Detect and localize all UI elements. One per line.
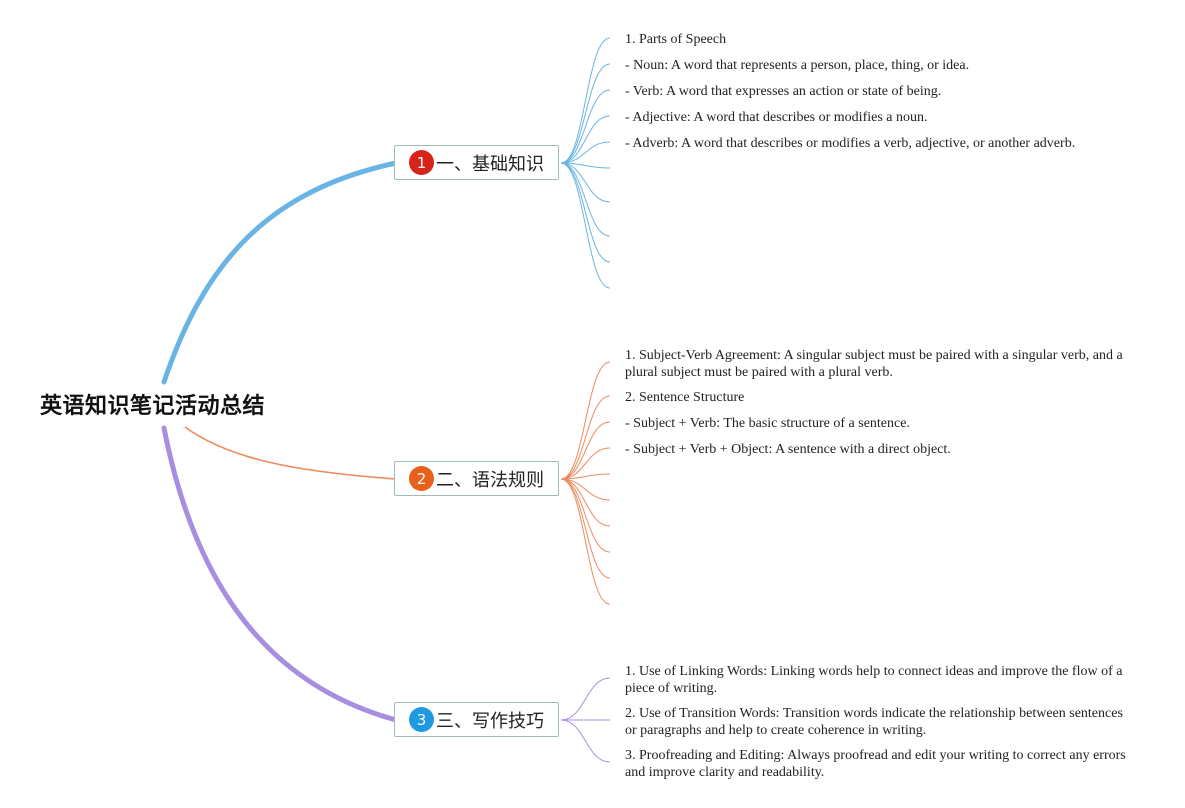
leaf-topic[interactable]: - Adjective: A word that describes or mo… <box>625 110 928 125</box>
leaf-topic[interactable]: 1. Parts of Speech <box>625 32 727 47</box>
branch-topic-grammar[interactable]: 2 二、语法规则 <box>394 461 559 496</box>
number-badge-1: 1 <box>409 150 434 175</box>
branch-topic-writing[interactable]: 3 三、写作技巧 <box>394 702 559 737</box>
number-badge-2: 2 <box>409 466 434 491</box>
branch-label-grammar: 二、语法规则 <box>436 469 544 491</box>
leaf-topic[interactable]: 1. Subject-Verb Agreement: A singular su… <box>625 348 1123 380</box>
leaf-topic[interactable]: 3. Proofreading and Editing: Always proo… <box>625 748 1126 780</box>
branch-3-leaf-lines <box>560 677 611 763</box>
leaf-topic[interactable]: 1. Use of Linking Words: Linking words h… <box>625 664 1123 696</box>
root-to-branch-1-line <box>161 160 399 385</box>
leaf-topic[interactable]: - Noun: A word that represents a person,… <box>625 58 970 73</box>
leaf-topic[interactable]: 2. Use of Transition Words: Transition w… <box>625 706 1123 738</box>
leaf-topic[interactable]: - Subject + Verb + Object: A sentence wi… <box>625 442 951 457</box>
branch-label-writing: 三、写作技巧 <box>436 710 544 732</box>
branch-topic-basics[interactable]: 1 一、基础知识 <box>394 145 559 180</box>
number-badge-3: 3 <box>409 707 434 732</box>
branch-1-leaf-lines <box>560 37 611 289</box>
branch-2-leaf-lines <box>560 361 611 605</box>
root-to-branch-3-line <box>161 425 399 723</box>
central-topic[interactable]: 英语知识笔记活动总结 <box>40 394 266 419</box>
branch-label-basics: 一、基础知识 <box>436 153 544 175</box>
leaf-topic[interactable]: - Adverb: A word that describes or modif… <box>625 136 1076 151</box>
root-to-branch-2-line <box>184 426 397 480</box>
leaf-topic[interactable]: - Verb: A word that expresses an action … <box>625 84 942 99</box>
leaf-topic[interactable]: 2. Sentence Structure <box>625 390 745 405</box>
leaf-topic[interactable]: - Subject + Verb: The basic structure of… <box>625 416 910 431</box>
